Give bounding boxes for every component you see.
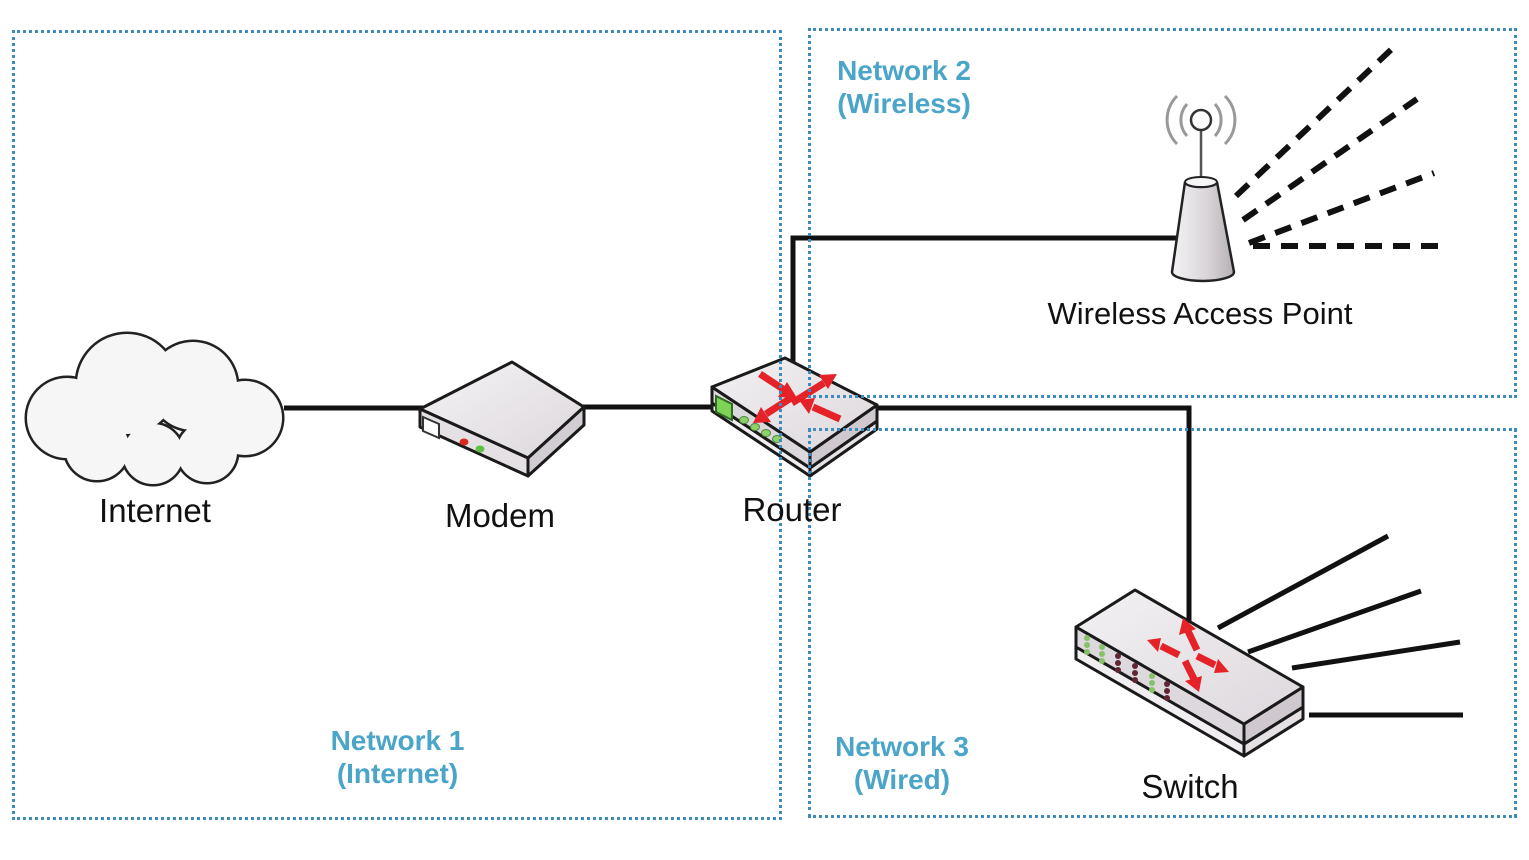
network3-type: (Wired)	[853, 764, 951, 795]
network2-name: Network 2	[837, 55, 971, 86]
network3-name: Network 3	[835, 731, 969, 762]
modem-led-green	[475, 445, 485, 453]
wifi-signal-line-3	[1247, 170, 1436, 246]
network1-name: Network 1	[330, 725, 465, 756]
switch-cable-3	[1291, 639, 1461, 671]
internet-cloud-icon	[24, 331, 285, 487]
router-leds	[739, 416, 782, 443]
switch-leds	[1084, 635, 1170, 701]
modem-port	[422, 415, 440, 440]
wireless-access-point-icon	[1165, 94, 1237, 283]
switch-icon	[1074, 588, 1305, 758]
router-icon	[710, 356, 879, 478]
wireless-access-point-label: Wireless Access Point	[1047, 296, 1353, 331]
antenna-tip	[1189, 108, 1213, 132]
internet-label: Internet	[99, 492, 211, 529]
modem-led-red	[459, 438, 469, 446]
modem-label: Modem	[444, 497, 556, 534]
network2-type: (Wireless)	[837, 88, 971, 119]
modem-icon	[418, 360, 586, 478]
router-port	[715, 394, 733, 422]
wap-cone-body	[1170, 181, 1236, 283]
switch-label: Switch	[1141, 768, 1239, 805]
network1-region-label: Network 1 (Internet)	[280, 724, 515, 790]
network2-region-label: Network 2 (Wireless)	[804, 54, 1004, 120]
wifi-signal-line-2	[1241, 96, 1419, 223]
switch-arrows-icon	[1147, 618, 1229, 692]
network3-region-label: Network 3 (Wired)	[802, 730, 1002, 796]
router-label: Router	[742, 491, 842, 528]
network1-type: (Internet)	[336, 758, 459, 789]
